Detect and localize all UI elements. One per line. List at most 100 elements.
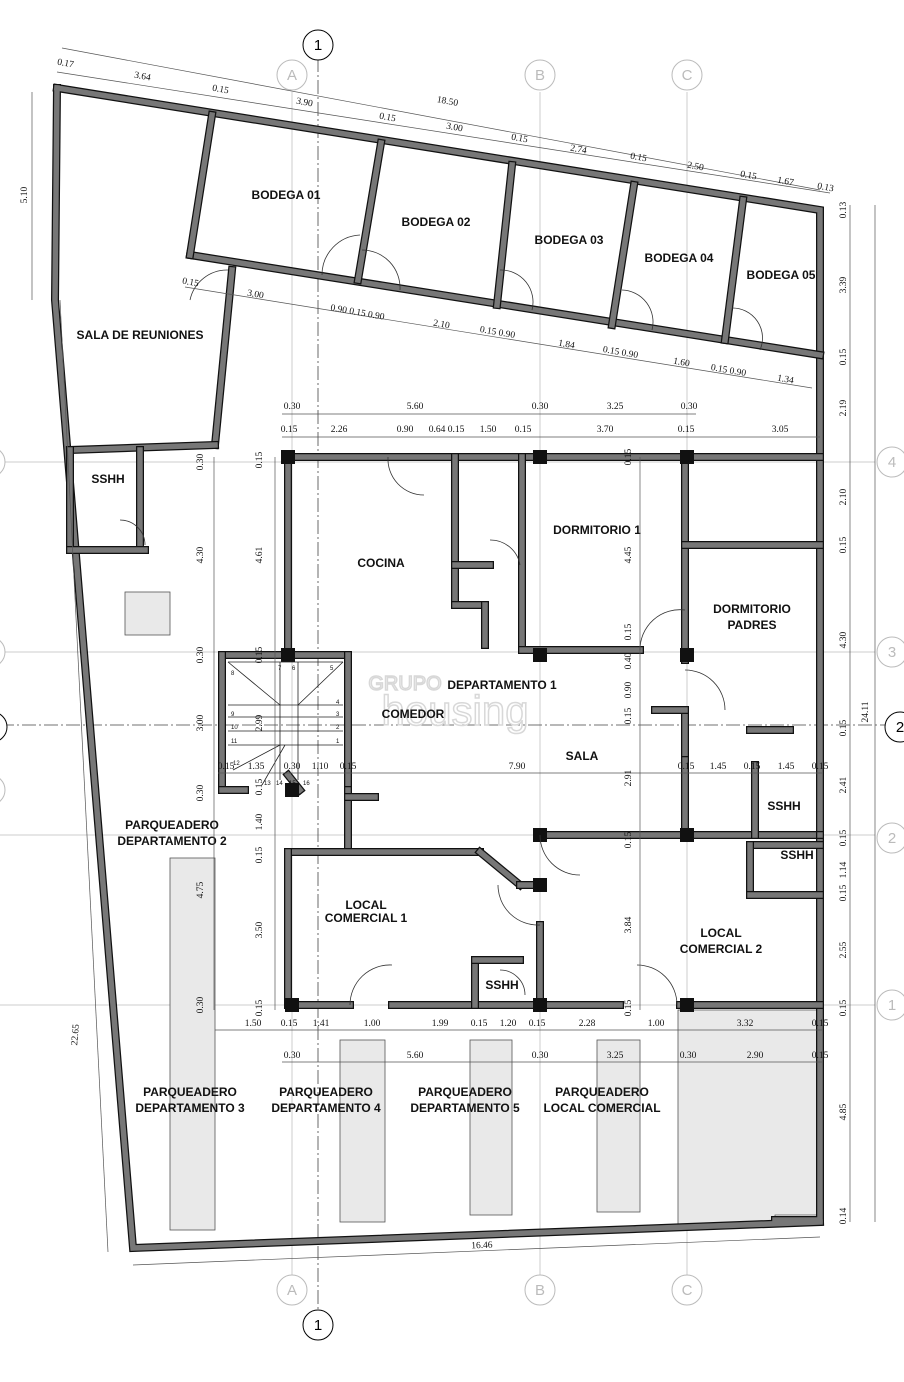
grid-bubble xyxy=(876,446,904,478)
dimension-line xyxy=(61,47,821,191)
dimension-label: 0.15 0.90 xyxy=(710,363,747,379)
grid-label: 1 xyxy=(314,37,322,54)
room-label-bodega05: BODEGA 05 xyxy=(747,268,816,282)
dimension-label: 4.45 xyxy=(624,546,634,563)
dimension-label: 2.26 xyxy=(331,425,348,435)
dimension-label: 22.65 xyxy=(70,1023,82,1045)
room-label-local2-2: COMERCIAL 2 xyxy=(680,942,763,956)
dimension-label: 1.20 xyxy=(500,1019,517,1029)
dimension-label: 0.15 xyxy=(255,999,265,1016)
dimension-label: 0.15 0.90 xyxy=(602,345,639,361)
room-label-local1-1: LOCAL xyxy=(345,898,386,912)
wall xyxy=(493,161,516,309)
svg-text:housing: housing xyxy=(381,687,528,734)
grid-bubble xyxy=(276,1274,308,1306)
dimension-label: 0.15 xyxy=(624,448,634,465)
dimension-label: 0.15 xyxy=(839,884,849,901)
dimension-label: 1.50 xyxy=(245,1019,262,1029)
room-label-dormitorio-padres-1: DORMITORIO xyxy=(713,602,791,616)
stair-step-number: 13 xyxy=(264,781,271,787)
dimension-label: 5.60 xyxy=(407,402,424,412)
watermark: GRUPO housing xyxy=(368,672,530,735)
stair-step-number: 12 xyxy=(233,761,240,767)
dimension-label: 4.61 xyxy=(255,546,265,563)
dimension-label: 0.15 xyxy=(255,778,265,795)
dimension-label: 0.15 xyxy=(812,762,829,772)
columns xyxy=(281,450,694,1012)
dimension-label: 0.15 xyxy=(678,425,695,435)
room-label-sshh-right2: SSHH xyxy=(780,848,813,862)
dimension-label: 4.75 xyxy=(196,881,206,898)
room-label-dormitorio1: DORMITORIO 1 xyxy=(553,523,641,537)
dimension-label: 2.50 xyxy=(686,161,704,174)
dimension-label: 0.15 xyxy=(255,646,265,663)
dimension-label: 0.15 0.90 xyxy=(479,325,516,341)
grid-bubble xyxy=(884,711,904,743)
dimension-label: 18.50 xyxy=(436,95,459,109)
dimension-label: 3.32 xyxy=(737,1019,754,1029)
dimension-label: 0.15 xyxy=(281,425,298,435)
dimension-label: 0.14 xyxy=(839,1207,849,1224)
dimension-label: 4.30 xyxy=(196,546,206,563)
dimension-label: 2.99 xyxy=(255,714,265,731)
grid-label: 4 xyxy=(888,454,896,471)
grid-label: B xyxy=(535,67,545,84)
dimension-label: 2.28 xyxy=(579,1019,596,1029)
dimension-label: 0.90 xyxy=(624,681,634,698)
dimension-label: 1.45 xyxy=(778,762,795,772)
wall xyxy=(354,139,385,284)
stair-step-number: 10 xyxy=(231,725,238,731)
room-label-local2-1: LOCAL xyxy=(700,926,741,940)
dimension-label: 0.30 xyxy=(196,646,206,663)
stair-step-number: 6 xyxy=(292,666,296,672)
dimension-label: 0.15 xyxy=(624,999,634,1016)
wall xyxy=(211,266,236,449)
dimension-label: 0.15 xyxy=(839,829,849,846)
stair-step-number: 1 xyxy=(336,739,340,745)
walls xyxy=(50,83,825,1253)
door-swing xyxy=(636,964,678,1006)
doors xyxy=(119,234,763,1006)
dimension-label: 0.15 xyxy=(218,762,235,772)
dimension-label: 0.30 xyxy=(532,1051,549,1061)
dimension-label: 1.67 xyxy=(776,176,794,189)
room-label-parq2-2: DEPARTAMENTO 2 xyxy=(117,834,227,848)
stair-step-number: 9 xyxy=(231,712,235,718)
dimension-label: 0.15 xyxy=(629,152,647,165)
column xyxy=(680,998,694,1012)
room-label-parql-2: LOCAL COMERCIAL xyxy=(543,1101,660,1115)
dimension-label: 0.15 xyxy=(812,1019,829,1029)
dimension-label: 3.25 xyxy=(607,1051,624,1061)
dimension-texts: 0.173.640.153.900.153.000.152.740.152.50… xyxy=(20,58,871,1252)
dimension-label: 0.90 0.15 0.90 xyxy=(330,303,386,322)
room-label-bodega01: BODEGA 01 xyxy=(252,188,321,202)
dimension-label: 0.15 xyxy=(839,348,849,365)
dimension-label: 2.10 xyxy=(839,488,849,505)
dimension-label: 1.00 xyxy=(364,1019,381,1029)
wall xyxy=(608,181,638,329)
dimension-label: 1.35 xyxy=(248,762,265,772)
dimension-label: 0.15 xyxy=(510,133,528,146)
dimension-label: 1.99 xyxy=(432,1019,449,1029)
dimension-label: 0.30 xyxy=(284,402,301,412)
dimension-label: 0.15 xyxy=(839,999,849,1016)
room-label-dormitorio-padres-2: PADRES xyxy=(727,618,776,632)
grid-bubble xyxy=(0,450,6,474)
dimension-lines xyxy=(31,47,876,1266)
dimension-label: 0.15 xyxy=(624,707,634,724)
dimension-label: 1.45 xyxy=(710,762,727,772)
grid-bubble xyxy=(0,640,6,664)
dimension-label: 0.30 xyxy=(196,784,206,801)
dimension-label: 3.25 xyxy=(607,402,624,412)
door-swing xyxy=(489,539,521,566)
dimension-label: 2.41 xyxy=(839,776,849,793)
dimension-label: 0.15 xyxy=(181,277,199,290)
grid-label: B xyxy=(535,1282,545,1299)
dimension-label: 0.30 xyxy=(532,402,549,412)
dimension-label: 3.00 xyxy=(196,714,206,731)
dimension-label: 2.90 xyxy=(747,1051,764,1061)
stair-step-number: 11 xyxy=(231,739,238,745)
column xyxy=(281,648,295,662)
